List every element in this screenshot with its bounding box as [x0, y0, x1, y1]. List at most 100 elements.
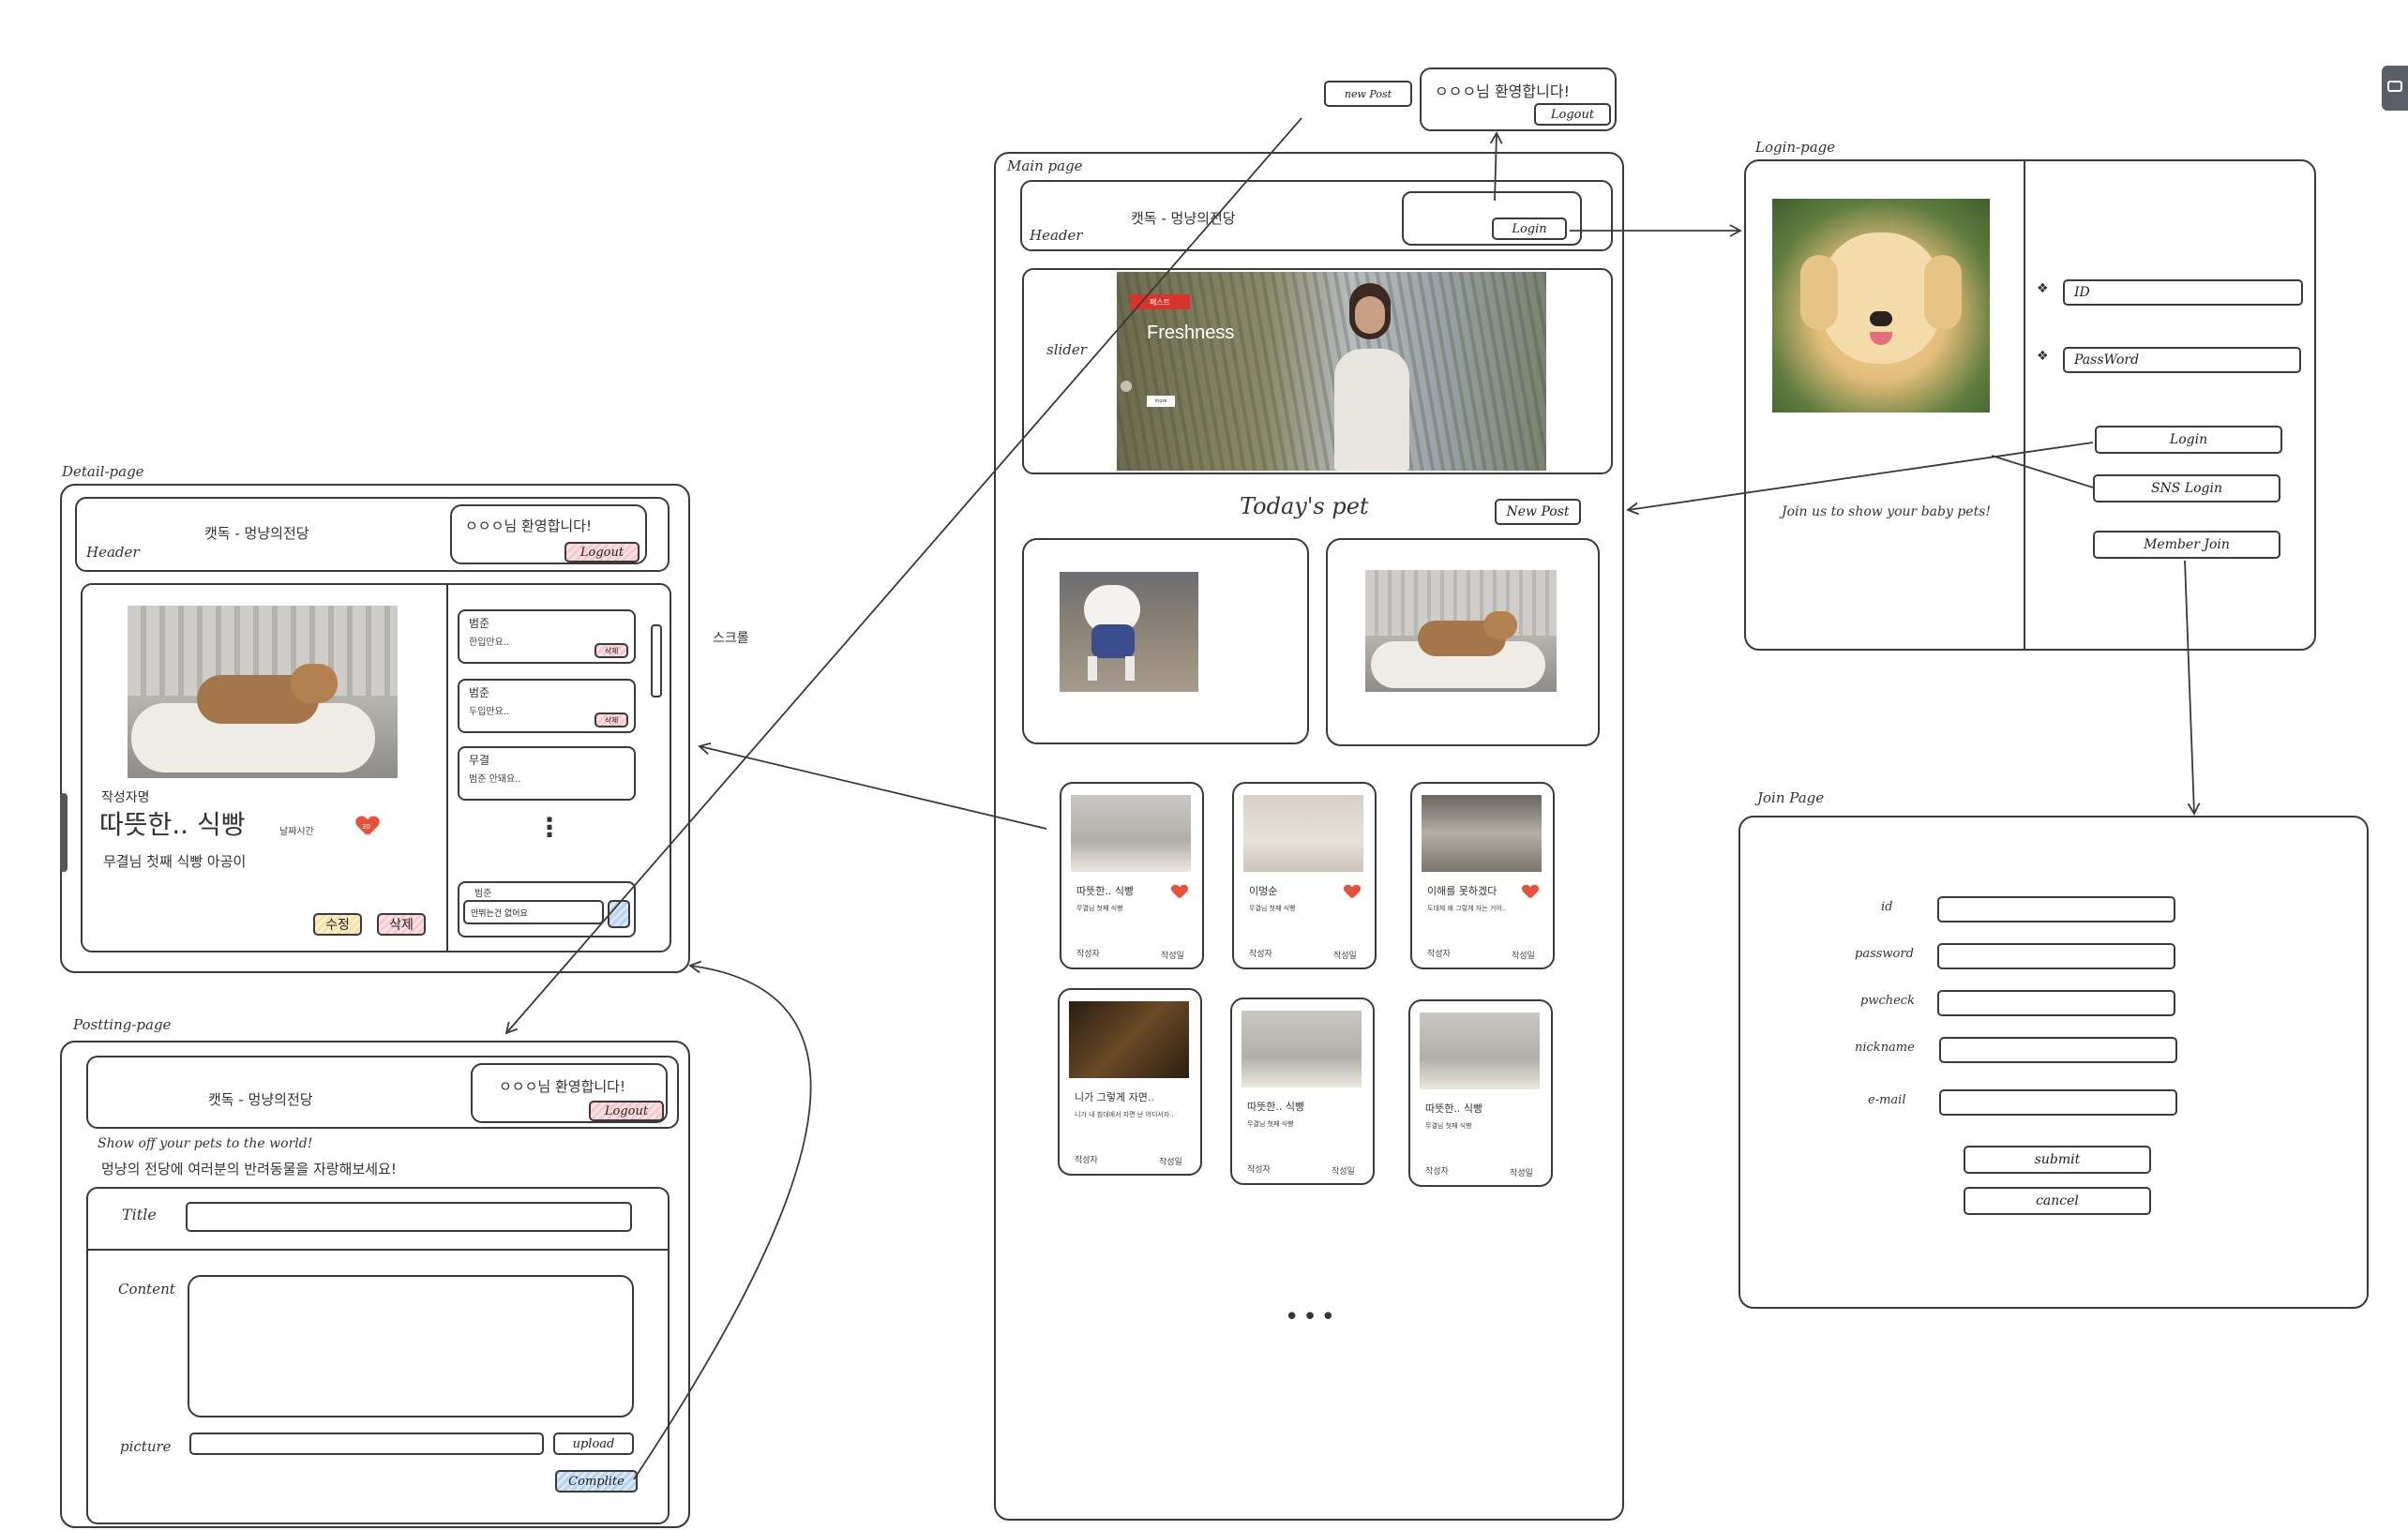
posting-logout-button[interactable]: Logout [589, 1101, 664, 1121]
title-input[interactable] [186, 1202, 632, 1232]
join-field-label: nickname [1855, 1041, 1915, 1055]
pet-card-date: 작성일 [1332, 1167, 1355, 1177]
posting-header: 캣독 - 멍냥의전당 ㅇㅇㅇ님 환영합니다! Logout [86, 1056, 679, 1129]
comment-author: 무결 [469, 754, 490, 767]
featured-cat-image [1365, 570, 1557, 692]
member-join-button[interactable]: Member Join [2093, 531, 2280, 559]
detail-welcome-text: ㅇㅇㅇ님 환영합니다! [465, 518, 592, 534]
pet-card-desc: 무결님 첫째 식빵 [1076, 905, 1123, 912]
pet-card-desc: 무결님 첫째 식빵 [1247, 1120, 1294, 1128]
upload-button[interactable]: upload [553, 1432, 634, 1455]
paw-icon-id: ❖ [2037, 281, 2049, 296]
puppy-image [1772, 199, 1990, 412]
pet-card-author: 작성자 [1425, 1167, 1449, 1177]
posting-tagline-ko: 멍냥의 전당에 여러분의 반려동물을 자랑해보세요! [101, 1161, 397, 1178]
posting-form-divider [88, 1249, 668, 1251]
comment-text: 두입만요.. [469, 707, 510, 717]
pet-card-date: 작성일 [1161, 952, 1184, 961]
slider-banner-image[interactable]: 페스트 Freshness more [1117, 272, 1546, 471]
detail-logout-button[interactable]: Logout [564, 542, 640, 562]
header-login-button[interactable]: Login [1492, 218, 1567, 240]
join-page-label: Join Page [1757, 789, 1825, 806]
pet-card-image [1420, 1012, 1540, 1089]
login-page-frame [1744, 159, 2316, 651]
id-input[interactable]: ID [2063, 279, 2303, 306]
detail-like-count: 30 [362, 823, 370, 831]
join-field-label: password [1855, 947, 1914, 961]
pet-card-author: 작성자 [1076, 950, 1100, 959]
cancel-button[interactable]: cancel [1964, 1187, 2151, 1215]
new-post-note[interactable]: new Post [1324, 81, 1412, 107]
featured-dog-image [1060, 572, 1198, 692]
pet-card-image [1071, 795, 1191, 872]
welcome-popup: ㅇㅇㅇ님 환영합니다! Logout [1420, 68, 1617, 131]
more-dots[interactable]: ••• [1285, 1303, 1340, 1331]
pet-card-date: 작성일 [1333, 952, 1357, 961]
submit-button[interactable]: submit [1964, 1146, 2151, 1174]
login-button[interactable]: Login [2095, 426, 2282, 454]
picture-input[interactable] [189, 1432, 544, 1455]
like-heart-icon[interactable] [1172, 885, 1187, 899]
title-label: Title [122, 1206, 157, 1223]
posting-site-title: 캣독 - 멍냥의전당 [208, 1091, 313, 1108]
detail-body-text: 무결님 첫째 식빵 아공이 [103, 853, 247, 870]
posting-tagline-en: Show off your pets to the world! [98, 1136, 313, 1151]
logout-button[interactable]: Logout [1534, 103, 1611, 126]
join-field-input[interactable] [1939, 1037, 2177, 1063]
delete-button[interactable]: 삭제 [377, 913, 426, 936]
model-figure [1316, 283, 1428, 471]
comment-delete-button[interactable]: 삭제 [594, 643, 628, 658]
content-textarea[interactable] [188, 1275, 634, 1418]
todays-pet-title: Today's pet [1240, 493, 1369, 519]
picture-label: picture [120, 1438, 172, 1455]
detail-scrollbar-left[interactable] [60, 793, 68, 872]
pet-card-title: 니가 그렇게 자면.. [1075, 1091, 1154, 1103]
like-heart-icon[interactable] [1345, 885, 1360, 899]
pet-card-title: 이멍순 [1249, 885, 1278, 897]
like-heart-icon[interactable] [1523, 885, 1538, 899]
join-field-input[interactable] [1937, 990, 2175, 1016]
comment-input-name: 범준 [474, 889, 492, 899]
join-text: Join us to show your baby pets! [1782, 504, 1992, 519]
join-field-input[interactable] [1937, 896, 2175, 922]
banner-more-button[interactable]: more [1147, 396, 1175, 407]
featured-card-1[interactable] [1022, 538, 1309, 744]
join-field-input[interactable] [1939, 1089, 2177, 1116]
join-field-input[interactable] [1937, 943, 2175, 969]
comment-input[interactable]: 안뛰는건 없어요 [463, 900, 604, 924]
detail-divider [446, 585, 448, 951]
sns-login-button[interactable]: SNS Login [2093, 474, 2280, 502]
slider-prev-icon[interactable] [1121, 381, 1132, 392]
header-label: Header [1030, 227, 1083, 244]
featured-card-2[interactable] [1326, 538, 1600, 746]
edit-button[interactable]: 수정 [313, 913, 362, 936]
detail-author: 작성자명 [101, 790, 150, 805]
pet-card-date: 작성일 [1510, 1169, 1533, 1178]
comment-submit-button[interactable] [608, 900, 630, 928]
chat-icon[interactable] [2382, 66, 2408, 111]
complete-button[interactable]: Complite [555, 1470, 638, 1492]
pet-card-author: 작성자 [1247, 1165, 1271, 1175]
comment-scrollbar[interactable] [651, 624, 662, 698]
pet-card-title: 따뜻한.. 식빵 [1247, 1101, 1305, 1113]
detail-site-title: 캣독 - 멍냥의전당 [204, 525, 309, 542]
comment-input-box: 범준 안뛰는건 없어요 [458, 881, 636, 938]
new-post-button[interactable]: New Post [1495, 499, 1581, 525]
password-input[interactable]: PassWord [2063, 347, 2301, 373]
pet-card-title: 따뜻한.. 식빵 [1425, 1102, 1483, 1115]
banner-tag: 페스트 [1130, 294, 1190, 309]
pet-card-image [1069, 1001, 1189, 1078]
comment-delete-button[interactable]: 삭제 [594, 712, 628, 728]
detail-cat-image [128, 606, 398, 778]
login-divider [2024, 161, 2025, 649]
pet-card-author: 작성자 [1249, 950, 1272, 959]
